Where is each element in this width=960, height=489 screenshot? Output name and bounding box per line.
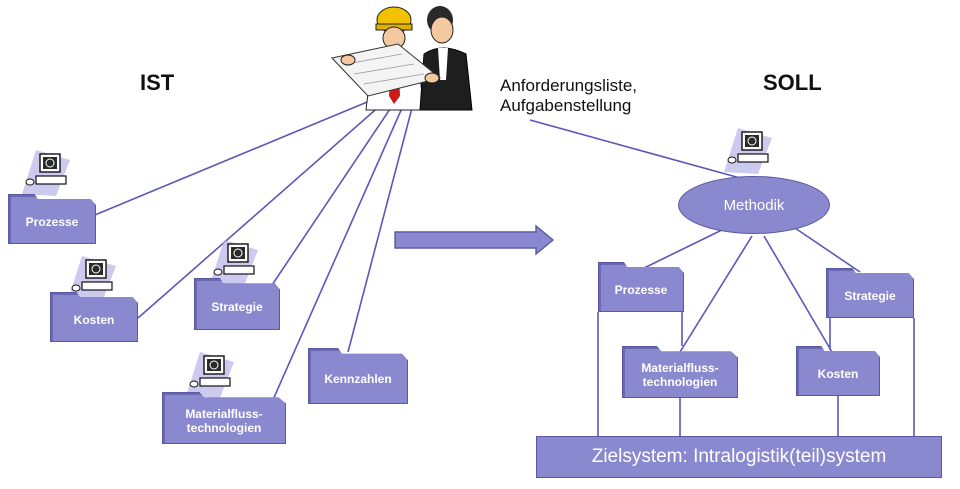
ist-strategie-label: Strategie — [211, 300, 263, 314]
soll-heading: SOLL — [763, 70, 822, 95]
ist-folder-materialfluss: Materialfluss- technologien — [162, 392, 286, 444]
engineers-illustration — [331, 6, 473, 111]
line-strategie — [261, 105, 393, 301]
soll-strategie-label: Strategie — [844, 289, 896, 303]
line-methodik-materialfluss — [679, 235, 753, 353]
requirements-note-line1: Anforderungsliste, — [500, 76, 638, 95]
methodik-node: Methodik — [678, 176, 830, 234]
ist-folder-strategie: Strategie — [194, 278, 280, 330]
soll-folder-strategie: Strategie — [826, 268, 914, 318]
requirements-note: Anforderungsliste, Aufgabenstellung — [500, 76, 637, 116]
soll-kosten-label: Kosten — [817, 367, 859, 381]
requirements-note-line2: Aufgabenstellung — [500, 96, 632, 115]
computer-icon — [210, 240, 258, 286]
soll-folder-prozesse: Prozesse — [598, 262, 684, 312]
line-methodik-prozesse — [639, 225, 731, 271]
line-methodik-kosten — [763, 235, 833, 353]
ist-materialfluss-label-1: Materialfluss- — [185, 407, 263, 421]
line-prozesse — [77, 99, 373, 223]
ist-folder-prozesse: Prozesse — [8, 194, 96, 244]
soll-folder-materialfluss: Materialfluss- technologien — [622, 346, 738, 398]
ist-materialfluss-label-2: technologien — [186, 421, 262, 435]
ist-kennzahlen-label: Kennzahlen — [324, 372, 392, 386]
zielsystem-label: Zielsystem: Intralogistik(teil)system — [591, 446, 887, 467]
line-kennzahlen — [347, 107, 413, 353]
line-materialfluss — [271, 107, 403, 403]
line-soll-methodik — [529, 119, 741, 179]
ist-heading: IST — [140, 70, 175, 95]
ist-kosten-label: Kosten — [73, 313, 115, 327]
line-kosten — [137, 103, 383, 319]
soll-prozesse-label: Prozesse — [614, 283, 668, 297]
computer-icon — [186, 352, 234, 398]
soll-materialfluss-label-1: Materialfluss- — [641, 361, 719, 375]
right-arrow-icon — [394, 224, 555, 256]
computer-icon — [724, 128, 772, 174]
computer-icon — [22, 150, 70, 196]
ist-folder-kennzahlen: Kennzahlen — [308, 348, 408, 404]
methodik-label: Methodik — [723, 196, 785, 214]
soll-materialfluss-label-2: technologien — [642, 375, 718, 389]
ist-folder-kosten: Kosten — [50, 292, 138, 342]
soll-folder-kosten: Kosten — [796, 346, 880, 396]
computer-icon — [68, 256, 116, 302]
line-methodik-strategie — [791, 225, 861, 273]
ist-prozesse-label: Prozesse — [25, 215, 79, 229]
zielsystem-bar: Zielsystem: Intralogistik(teil)system — [536, 436, 942, 478]
